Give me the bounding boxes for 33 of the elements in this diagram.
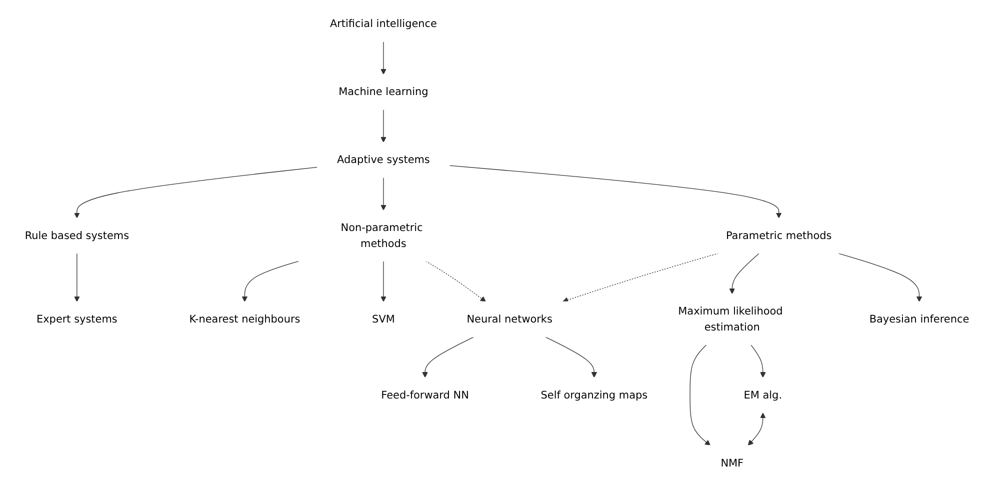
node-text: NMF <box>720 456 744 469</box>
node-text: Neural networks <box>466 312 552 326</box>
arrow <box>380 260 386 302</box>
node-text: Maximum likelihood estimation <box>678 304 783 334</box>
arrow <box>422 336 474 378</box>
node-text: Non-parametric methods <box>340 221 423 250</box>
node-text: Self organzing maps <box>540 388 648 401</box>
arrow <box>74 252 80 302</box>
arrow <box>544 336 598 378</box>
arrow <box>562 252 719 303</box>
node-text: SVM <box>372 312 395 326</box>
node-text: Artificial intelligence <box>330 17 437 30</box>
arrow <box>380 109 386 142</box>
node-text: Machine learning <box>338 85 428 98</box>
arrow <box>380 177 386 210</box>
arrow <box>748 412 766 446</box>
arrow <box>426 260 486 302</box>
arrow <box>74 166 318 218</box>
node-text: Parametric methods <box>726 229 832 242</box>
arrow <box>838 252 922 302</box>
node-text: Adaptive systems <box>337 153 430 166</box>
arrow <box>449 165 782 218</box>
node-text: Rule based systems <box>24 229 130 242</box>
node-text: Bayesian inference <box>869 312 970 326</box>
arrow <box>729 252 760 294</box>
arrow <box>242 260 300 302</box>
node-text: K-nearest neighbours <box>189 312 300 326</box>
arrow <box>750 344 766 378</box>
arrow <box>380 41 386 75</box>
node-text: EM alg. <box>744 388 782 401</box>
node-text: Expert systems <box>36 312 118 326</box>
arrow <box>690 344 711 446</box>
node-text: Feed-forward NN <box>381 388 469 401</box>
